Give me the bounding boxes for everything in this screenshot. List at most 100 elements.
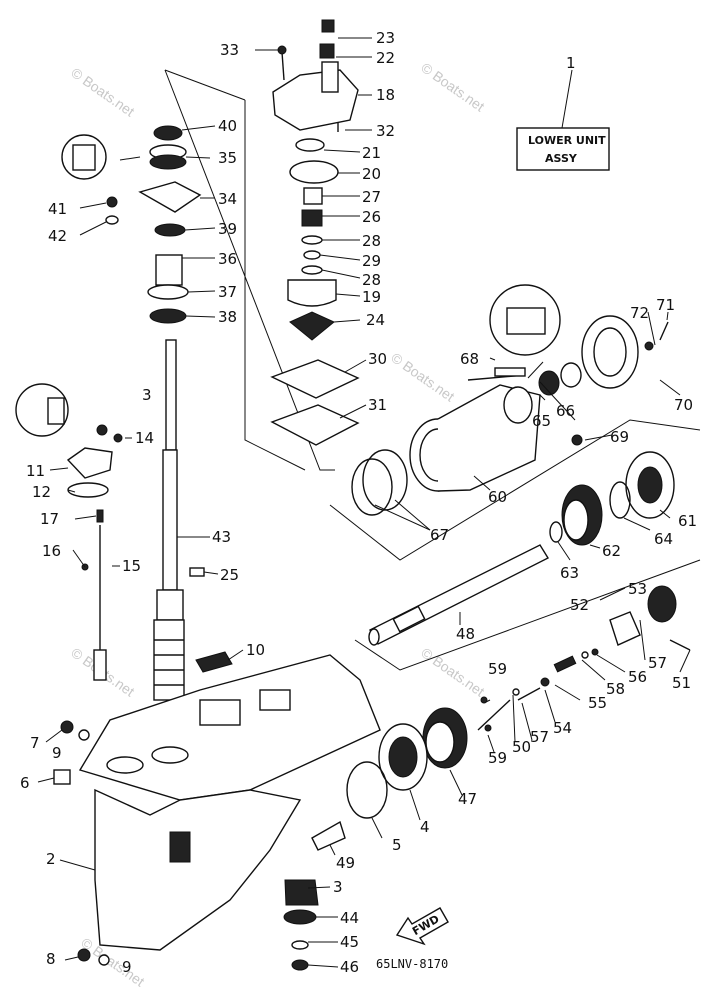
callout-3-shift: 3 [142, 386, 152, 404]
callout-59-bottom: 59 [488, 749, 507, 767]
callout-48: 48 [456, 625, 475, 643]
callout-64: 64 [654, 530, 673, 548]
callout-9-top: 9 [52, 744, 62, 762]
callout-11: 11 [26, 462, 45, 480]
propeller-shaft [368, 544, 549, 646]
propeller-shaft-housing [351, 284, 669, 516]
callout-47: 47 [458, 790, 477, 808]
water-pump-stack [270, 19, 360, 446]
callout-numbers: 1 2 3 3 4 5 6 7 8 9 9 10 11 12 14 15 16 … [20, 29, 697, 976]
callout-18: 18 [376, 86, 395, 104]
callout-1: 1 [566, 54, 576, 72]
callout-46: 46 [340, 958, 359, 976]
lower-unit-assy-tag: LOWER UNIT ASSY [516, 69, 610, 171]
callout-33: 33 [220, 41, 239, 59]
group-boundaries [164, 69, 701, 671]
callout-54: 54 [553, 719, 572, 737]
callout-50: 50 [512, 738, 531, 756]
callout-65: 65 [532, 412, 551, 430]
misc-hardware [53, 567, 205, 966]
callout-14: 14 [135, 429, 154, 447]
callout-35: 35 [218, 149, 237, 167]
callout-16: 16 [42, 542, 61, 560]
callout-43: 43 [212, 528, 231, 546]
callout-19: 19 [362, 288, 381, 306]
callout-23: 23 [376, 29, 395, 47]
callout-32: 32 [376, 122, 395, 140]
label-box-line1: LOWER UNIT [528, 134, 606, 147]
shift-rod-assembly [15, 383, 123, 681]
callout-71: 71 [656, 296, 675, 314]
callout-26: 26 [362, 208, 381, 226]
callout-66: 66 [556, 402, 575, 420]
callout-44: 44 [340, 909, 359, 927]
callout-37: 37 [218, 283, 237, 301]
callout-8: 8 [46, 950, 56, 968]
callout-53: 53 [628, 580, 647, 598]
callout-5: 5 [392, 836, 402, 854]
callout-49: 49 [336, 854, 355, 872]
callout-58: 58 [606, 680, 625, 698]
callout-70: 70 [674, 396, 693, 414]
callout-21: 21 [362, 144, 381, 162]
watermark: © Boats.net [68, 64, 137, 119]
callout-40: 40 [218, 117, 237, 135]
callout-9-bottom: 9 [122, 958, 132, 976]
watermark: © Boats.net [418, 59, 487, 114]
callout-30: 30 [368, 350, 387, 368]
callout-20: 20 [362, 165, 381, 183]
callout-61: 61 [678, 512, 697, 530]
callout-72: 72 [630, 304, 649, 322]
callout-45: 45 [340, 933, 359, 951]
callout-15: 15 [122, 557, 141, 575]
watermark: © Boats.net [388, 349, 457, 404]
callout-62: 62 [602, 542, 621, 560]
callout-67: 67 [430, 526, 449, 544]
callout-25: 25 [220, 566, 239, 584]
callout-29: 29 [362, 252, 381, 270]
callout-24: 24 [366, 311, 385, 329]
callout-22: 22 [376, 49, 395, 67]
callout-27: 27 [362, 188, 381, 206]
callout-57-right: 57 [648, 654, 667, 672]
callout-68: 68 [460, 350, 479, 368]
callout-69: 69 [610, 428, 629, 446]
callout-60: 60 [488, 488, 507, 506]
callout-2: 2 [46, 850, 56, 868]
callout-10: 10 [246, 641, 265, 659]
callout-34: 34 [218, 190, 237, 208]
callout-63: 63 [560, 564, 579, 582]
callout-55: 55 [588, 694, 607, 712]
leader-lines [37, 37, 691, 968]
callout-42: 42 [48, 227, 67, 245]
drive-shaft [153, 339, 185, 701]
diagram-code: 65LNV-8170 [376, 957, 448, 971]
seal-housing-stack [61, 125, 202, 324]
callout-17: 17 [40, 510, 59, 528]
callout-36: 36 [218, 250, 237, 268]
callout-28-upper: 28 [362, 232, 381, 250]
callout-3-bearing: 3 [333, 878, 343, 896]
callout-12: 12 [32, 483, 51, 501]
callout-38: 38 [218, 308, 237, 326]
callout-28-lower: 28 [362, 271, 381, 289]
callout-7: 7 [30, 734, 40, 752]
callout-39: 39 [218, 220, 237, 238]
reverse-gear-cluster [283, 585, 691, 971]
callout-41: 41 [48, 200, 67, 218]
label-box-line2: ASSY [545, 152, 578, 165]
callout-59-top: 59 [488, 660, 507, 678]
forward-direction-arrow: FWD [395, 907, 449, 946]
callout-57-left: 57 [530, 728, 549, 746]
callout-52: 52 [570, 596, 589, 614]
forward-gear-group [549, 451, 675, 546]
callout-4: 4 [420, 818, 430, 836]
lower-case-housing [78, 651, 381, 951]
callout-56: 56 [628, 668, 647, 686]
callout-31: 31 [368, 396, 387, 414]
watermark: © Boats.net [418, 644, 487, 699]
callout-6: 6 [20, 774, 30, 792]
callout-51: 51 [672, 674, 691, 692]
